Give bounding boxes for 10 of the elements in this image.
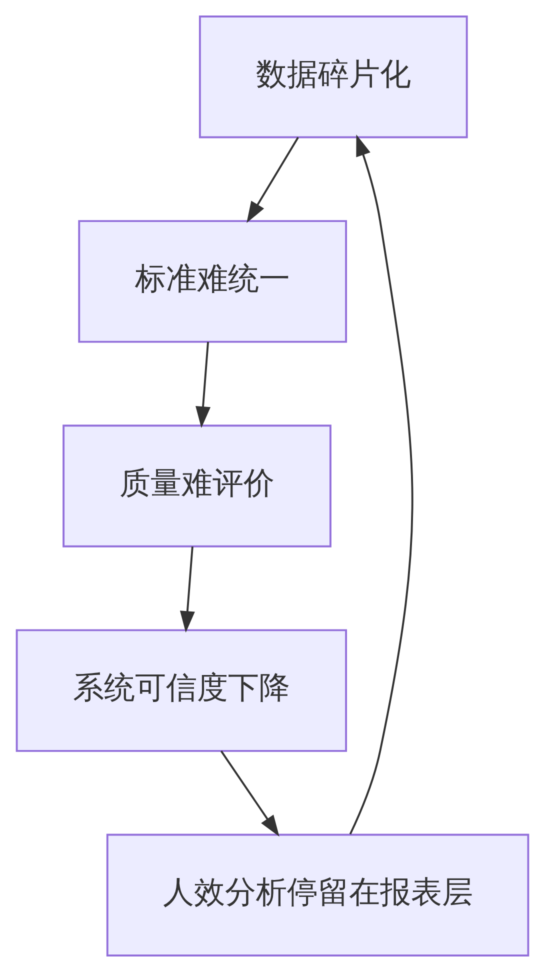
arrow <box>220 750 280 837</box>
arrow <box>196 342 211 428</box>
node-box: 数据碎片化 <box>198 16 468 138</box>
arrow <box>246 136 299 224</box>
node-box: 人效分析停留在报表层 <box>106 834 530 956</box>
node-box: 质量难评价 <box>62 424 332 548</box>
node-box: 系统可信度下降 <box>16 629 348 752</box>
arrow <box>180 546 195 633</box>
arrow <box>349 134 414 835</box>
node-box: 标准难统一 <box>78 220 348 343</box>
